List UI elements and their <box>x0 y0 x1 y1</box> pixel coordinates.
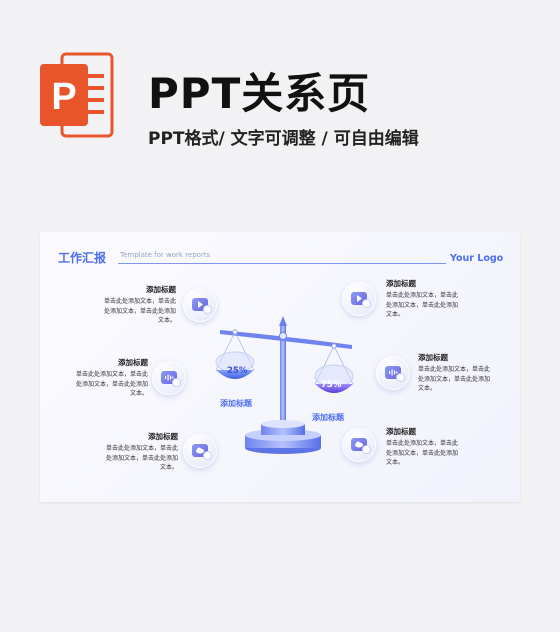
item-text: 单击此处添加文本，单击此处添加文本，单击此处添加文本。 <box>418 366 491 392</box>
page-title: PPT关系页 <box>148 69 371 118</box>
item-bubble <box>342 282 376 316</box>
item-title: 添加标题 <box>386 427 416 436</box>
item-text: 单击此处添加文本，单击此处添加文本，单击此处添加文本。 <box>386 440 459 466</box>
item-right-2: 添加标题 单击此处添加文本，单击此处添加文本，单击此处添加文本。 <box>418 352 500 402</box>
slide-logo-text: Your Logo <box>450 253 504 264</box>
right-pan-percent: 75% <box>321 380 342 390</box>
left-pan-percent: 25% <box>227 366 248 376</box>
right-pan-label: 添加标题 <box>312 413 344 422</box>
logo-letter: P <box>51 76 76 118</box>
item-title: 添加标题 <box>148 432 178 441</box>
item-text: 单击此处添加文本，单击此处添加文本，单击此处添加文本。 <box>105 445 178 471</box>
item-text: 单击此处添加文本，单击此处添加文本，单击此处添加文本。 <box>103 298 176 324</box>
slide-title: 工作汇报 <box>58 251 107 265</box>
left-pan-label: 添加标题 <box>220 399 252 408</box>
item-title: 添加标题 <box>146 285 176 294</box>
item-left-2: 添加标题 单击此处添加文本，单击此处添加文本，单击此处添加文本。 <box>58 356 148 406</box>
item-right-3: 添加标题 单击此处添加文本，单击此处添加文本，单击此处添加文本。 <box>386 426 476 476</box>
item-text: 单击此处添加文本，单击此处添加文本，单击此处添加文本。 <box>75 371 148 397</box>
page-subtitle: PPT格式/ 文字可调整 / 可自由编辑 <box>148 129 419 149</box>
item-title: 添加标题 <box>386 279 416 288</box>
item-bubble <box>342 428 376 462</box>
item-title: 添加标题 <box>418 353 448 362</box>
item-bubble <box>183 288 217 322</box>
item-text: 单击此处添加文本，单击此处添加文本，单击此处添加文本。 <box>386 292 459 318</box>
header-divider <box>118 263 446 264</box>
item-bubble <box>376 356 410 390</box>
item-bubble <box>152 361 186 395</box>
item-bubble <box>183 434 217 468</box>
item-left-3: 添加标题 单击此处添加文本，单击此处添加文本，单击此处添加文本。 <box>80 429 178 479</box>
item-title: 添加标题 <box>118 358 148 367</box>
slide-subtitle: Template for work reports <box>120 251 211 259</box>
item-left-1: 添加标题 单击此处添加文本，单击此处添加文本，单击此处添加文本。 <box>80 282 176 332</box>
balance-scale-icon <box>215 316 354 454</box>
powerpoint-logo-icon: P <box>40 52 114 138</box>
slide-preview[interactable]: 工作汇报 Template for work reports Your Logo… <box>40 232 520 502</box>
item-right-1: 添加标题 单击此处添加文本，单击此处添加文本，单击此处添加文本。 <box>386 278 476 328</box>
